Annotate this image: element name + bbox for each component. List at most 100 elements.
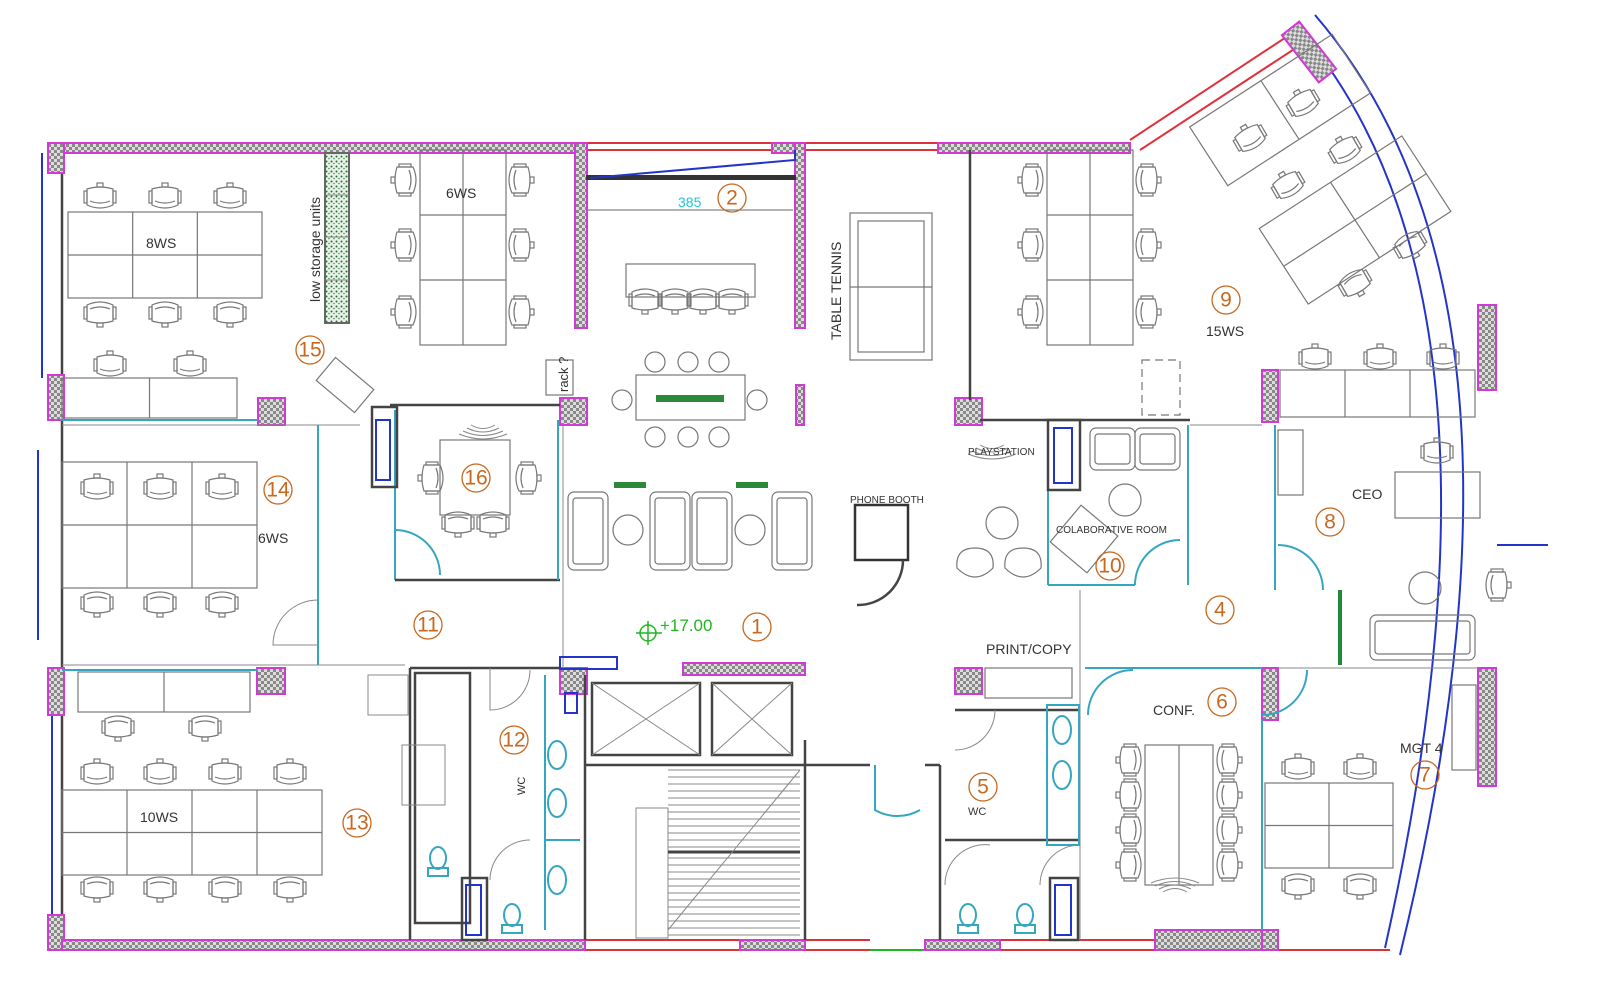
desk: [1279, 369, 1476, 418]
office-chair: [390, 163, 417, 197]
interior-walls: [62, 150, 1478, 940]
office-chair: [715, 288, 749, 315]
label-rack: rack ?: [556, 357, 571, 392]
tv-screen: [586, 175, 796, 180]
sofa: [649, 491, 691, 571]
room-number-15: 15: [295, 335, 325, 365]
low-storage-units: [324, 152, 350, 324]
office-chair: [173, 350, 207, 377]
office-chair: [390, 228, 417, 262]
room-number-circle: [1207, 687, 1237, 717]
office-chair: [1426, 343, 1460, 370]
label-table-tennis: TABLE TENNIS: [828, 242, 844, 340]
round-table: [677, 351, 699, 373]
desk-cluster: [1046, 149, 1134, 346]
label-10ws: 10WS: [140, 809, 178, 825]
desk-cluster: [1258, 135, 1452, 305]
label-6ws-top: 6WS: [446, 185, 476, 201]
sofa: [691, 491, 733, 571]
office-chair: [1298, 343, 1332, 370]
sound-wave: [975, 447, 1009, 453]
toilet-icon: [501, 903, 523, 934]
room-number-text: 11: [417, 614, 439, 637]
office-chair: [1135, 163, 1162, 197]
office-chair: [1216, 813, 1243, 847]
room-number-circle: [461, 463, 491, 493]
sink-icon: [547, 740, 567, 770]
office-chair: [205, 473, 239, 500]
label-storage: low storage units: [307, 197, 323, 302]
office-chair: [1270, 170, 1306, 200]
room-number-circle: [263, 475, 293, 505]
room-number-circle: [295, 335, 325, 365]
hatched-walls: [47, 20, 1497, 951]
stair-landing: [635, 807, 669, 939]
desk: [439, 439, 511, 516]
staircase: [635, 769, 801, 939]
room-number-text: 10: [1098, 555, 1121, 578]
room-number-circle: [968, 772, 998, 802]
round-table: [612, 514, 644, 546]
label-conf: CONF.: [1153, 702, 1195, 718]
office-chair: [143, 876, 177, 903]
sound-wave: [979, 444, 1005, 449]
office-chair: [628, 288, 662, 315]
office-chair: [1135, 295, 1162, 329]
desk-cluster: [1394, 471, 1481, 519]
office-chair: [1115, 848, 1142, 882]
round-table: [677, 426, 699, 448]
room-number-8: 8: [1315, 507, 1345, 537]
room-number-4: 4: [1205, 595, 1235, 625]
armchair: [1004, 547, 1042, 578]
office-chair: [273, 758, 307, 785]
sound-wave: [967, 453, 1017, 460]
office-chair: [1337, 268, 1373, 298]
office-chair: [213, 301, 247, 328]
office-chair: [417, 461, 444, 495]
room-number-10: 10: [1095, 551, 1125, 581]
room-number-circle: [742, 612, 772, 642]
label-playstation: PLAYSTATION: [968, 447, 1035, 458]
elevator-1: [590, 681, 702, 757]
desk-cluster: [1144, 744, 1214, 886]
office-chair: [101, 715, 135, 742]
room-number-circle: [342, 808, 372, 838]
office-chair: [1135, 228, 1162, 262]
sofa: [1134, 427, 1181, 471]
sink-icon: [547, 865, 567, 895]
room-number-13: 13: [342, 808, 372, 838]
desk-cluster: [1279, 369, 1476, 418]
office-chair: [1216, 848, 1243, 882]
round-table: [644, 426, 666, 448]
office-chair: [1281, 753, 1315, 780]
room-number-text: 9: [1220, 289, 1232, 312]
label-15ws: 15WS: [1206, 323, 1244, 339]
sound-wave: [1150, 877, 1200, 884]
room-number-circle: [1095, 551, 1125, 581]
desk-cluster: [61, 789, 323, 876]
room-number-text: 13: [345, 812, 368, 835]
office-chair: [188, 715, 222, 742]
sink-icon: [1052, 715, 1072, 745]
label-print-copy: PRINT/COPY: [986, 641, 1072, 657]
office-chair: [1392, 230, 1428, 260]
sink-icon: [547, 788, 567, 818]
label-ceo: CEO: [1352, 486, 1382, 502]
room-number-14: 14: [263, 475, 293, 505]
office-chair: [508, 295, 535, 329]
room-number-5: 5: [968, 772, 998, 802]
room-number-1: 1: [742, 612, 772, 642]
sound-wave: [1158, 884, 1192, 890]
building-core: [564, 681, 801, 939]
round-table: [1408, 571, 1442, 605]
round-table: [611, 389, 633, 411]
room-number-circle: [499, 725, 529, 755]
rack: [545, 359, 574, 396]
room-number-text: 14: [266, 479, 290, 502]
office-chair: [80, 591, 114, 618]
toilet-icon: [1014, 903, 1036, 934]
desk-cluster: [67, 211, 263, 299]
room-number-text: 7: [1419, 764, 1431, 787]
round-table: [708, 351, 730, 373]
